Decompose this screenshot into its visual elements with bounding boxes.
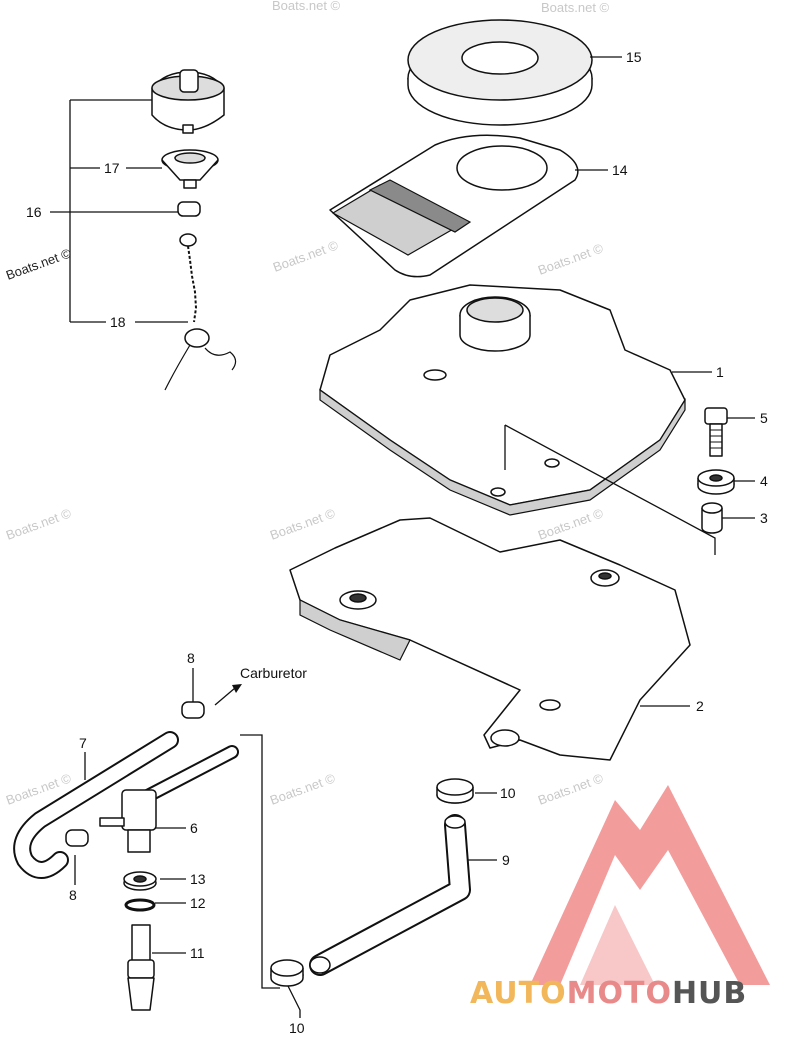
callout-17: 17: [104, 160, 120, 176]
callout-12: 12: [190, 895, 206, 911]
group-bracket: [50, 99, 188, 323]
logo-text-moto: MOTO: [567, 976, 672, 1011]
cap-gasket: [161, 149, 219, 189]
logo-triangle: [530, 785, 770, 985]
watermark-text: Boats.net ©: [541, 0, 610, 15]
callout-layer: 1 2 3 4 5 6 7 8 8 10 10 9 11 12 13 14 15…: [26, 49, 768, 1036]
clip-8-upper: [181, 701, 205, 719]
watermark-text: Boats.net ©: [536, 505, 606, 543]
carburetor-label: Carburetor: [240, 665, 307, 681]
callout-6: 6: [190, 820, 198, 836]
callout-4: 4: [760, 473, 768, 489]
callout-2: 2: [696, 698, 704, 714]
mount-hardware: [697, 407, 735, 534]
watermark-text: Boats.net ©: [268, 505, 338, 543]
callout-9: 9: [502, 852, 510, 868]
fuel-cock-6: [99, 745, 239, 853]
fuel-cap: [151, 69, 225, 134]
watermark-text: Boats.net ©: [268, 770, 338, 808]
oring-12: [124, 898, 156, 912]
clip-10-lower: [270, 959, 304, 987]
watermark-text: Boats.net ©: [4, 505, 74, 543]
callout-11: 11: [190, 945, 205, 961]
watermark-text: Boats.net ©: [536, 240, 606, 278]
logo-text-hub: HUB: [672, 976, 747, 1011]
callout-1: 1: [716, 364, 724, 380]
fuel-hose-7: [13, 731, 179, 879]
washer-13: [123, 871, 157, 891]
fuel-hose-9: [309, 814, 471, 976]
callout-7: 7: [79, 735, 87, 751]
callout-10-lower: 10: [289, 1020, 305, 1036]
fuel-tank-lower: [289, 517, 691, 761]
callout-13: 13: [190, 871, 206, 887]
callout-8-upper: 8: [187, 650, 195, 666]
callout-14: 14: [612, 162, 628, 178]
cap-chain: [164, 233, 237, 391]
watermark-text: Boats.net ©: [272, 0, 341, 13]
callout-16: 16: [26, 204, 42, 220]
callout-18: 18: [110, 314, 126, 330]
fuel-tank-upper: [319, 284, 686, 516]
foam-filter: [407, 19, 593, 126]
callout-15: 15: [626, 49, 642, 65]
clip-10-upper: [436, 778, 474, 804]
watermark-text: Boats.net ©: [271, 237, 341, 275]
callout-3: 3: [760, 510, 768, 526]
logo-text: AUTOMOTOHUB: [470, 976, 747, 1011]
callout-10-upper: 10: [500, 785, 516, 801]
logo-text-auto: AUTO: [470, 976, 567, 1011]
watermark-text: Boats.net ©: [4, 245, 74, 283]
callout-8-lower: 8: [69, 887, 77, 903]
clip-16: [177, 201, 201, 217]
strainer-11: [127, 924, 155, 1011]
automotohub-logo: AUTOMOTOHUB: [470, 785, 770, 1011]
watermark-text: Boats.net ©: [536, 770, 606, 808]
callout-5: 5: [760, 410, 768, 426]
clip-8-lower: [65, 829, 89, 847]
tank-pad: [329, 134, 579, 278]
